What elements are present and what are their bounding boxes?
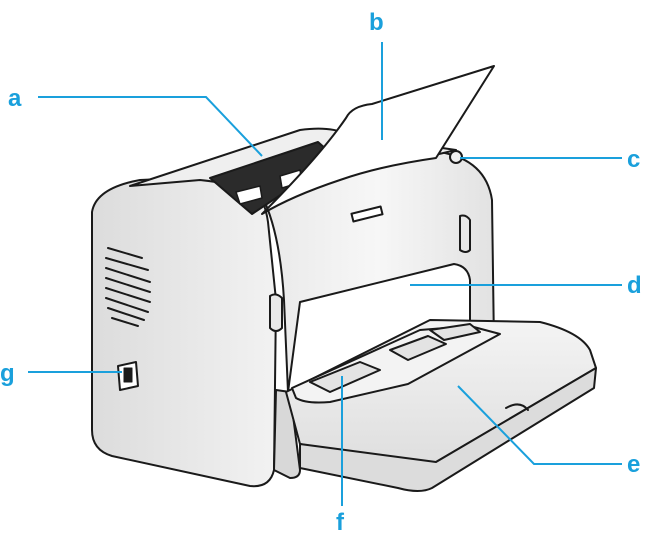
- printer-base: [273, 389, 301, 479]
- callout-label-b: b: [369, 9, 384, 36]
- side-handle-left: [269, 293, 283, 332]
- front-indicator: [350, 205, 384, 223]
- leader-e: [457, 385, 622, 465]
- callout-label-d: d: [627, 272, 642, 299]
- output-paper-sheet: [261, 65, 495, 215]
- printer-side-panel: [91, 175, 277, 488]
- callout-label-c: c: [627, 146, 640, 173]
- callout-label-a: a: [8, 85, 22, 112]
- front-cover-panel: [287, 263, 471, 393]
- callout-label-f: f: [336, 509, 345, 536]
- side-vent: [105, 247, 151, 327]
- side-handle-right: [459, 214, 471, 253]
- callout-label-e: e: [627, 451, 640, 478]
- printer-illustration: [91, 65, 597, 492]
- callout-label-g: g: [0, 360, 15, 387]
- callout-labels: a b c d e f g: [0, 9, 642, 536]
- leader-a: [38, 96, 263, 157]
- callout-leaders: [28, 42, 622, 506]
